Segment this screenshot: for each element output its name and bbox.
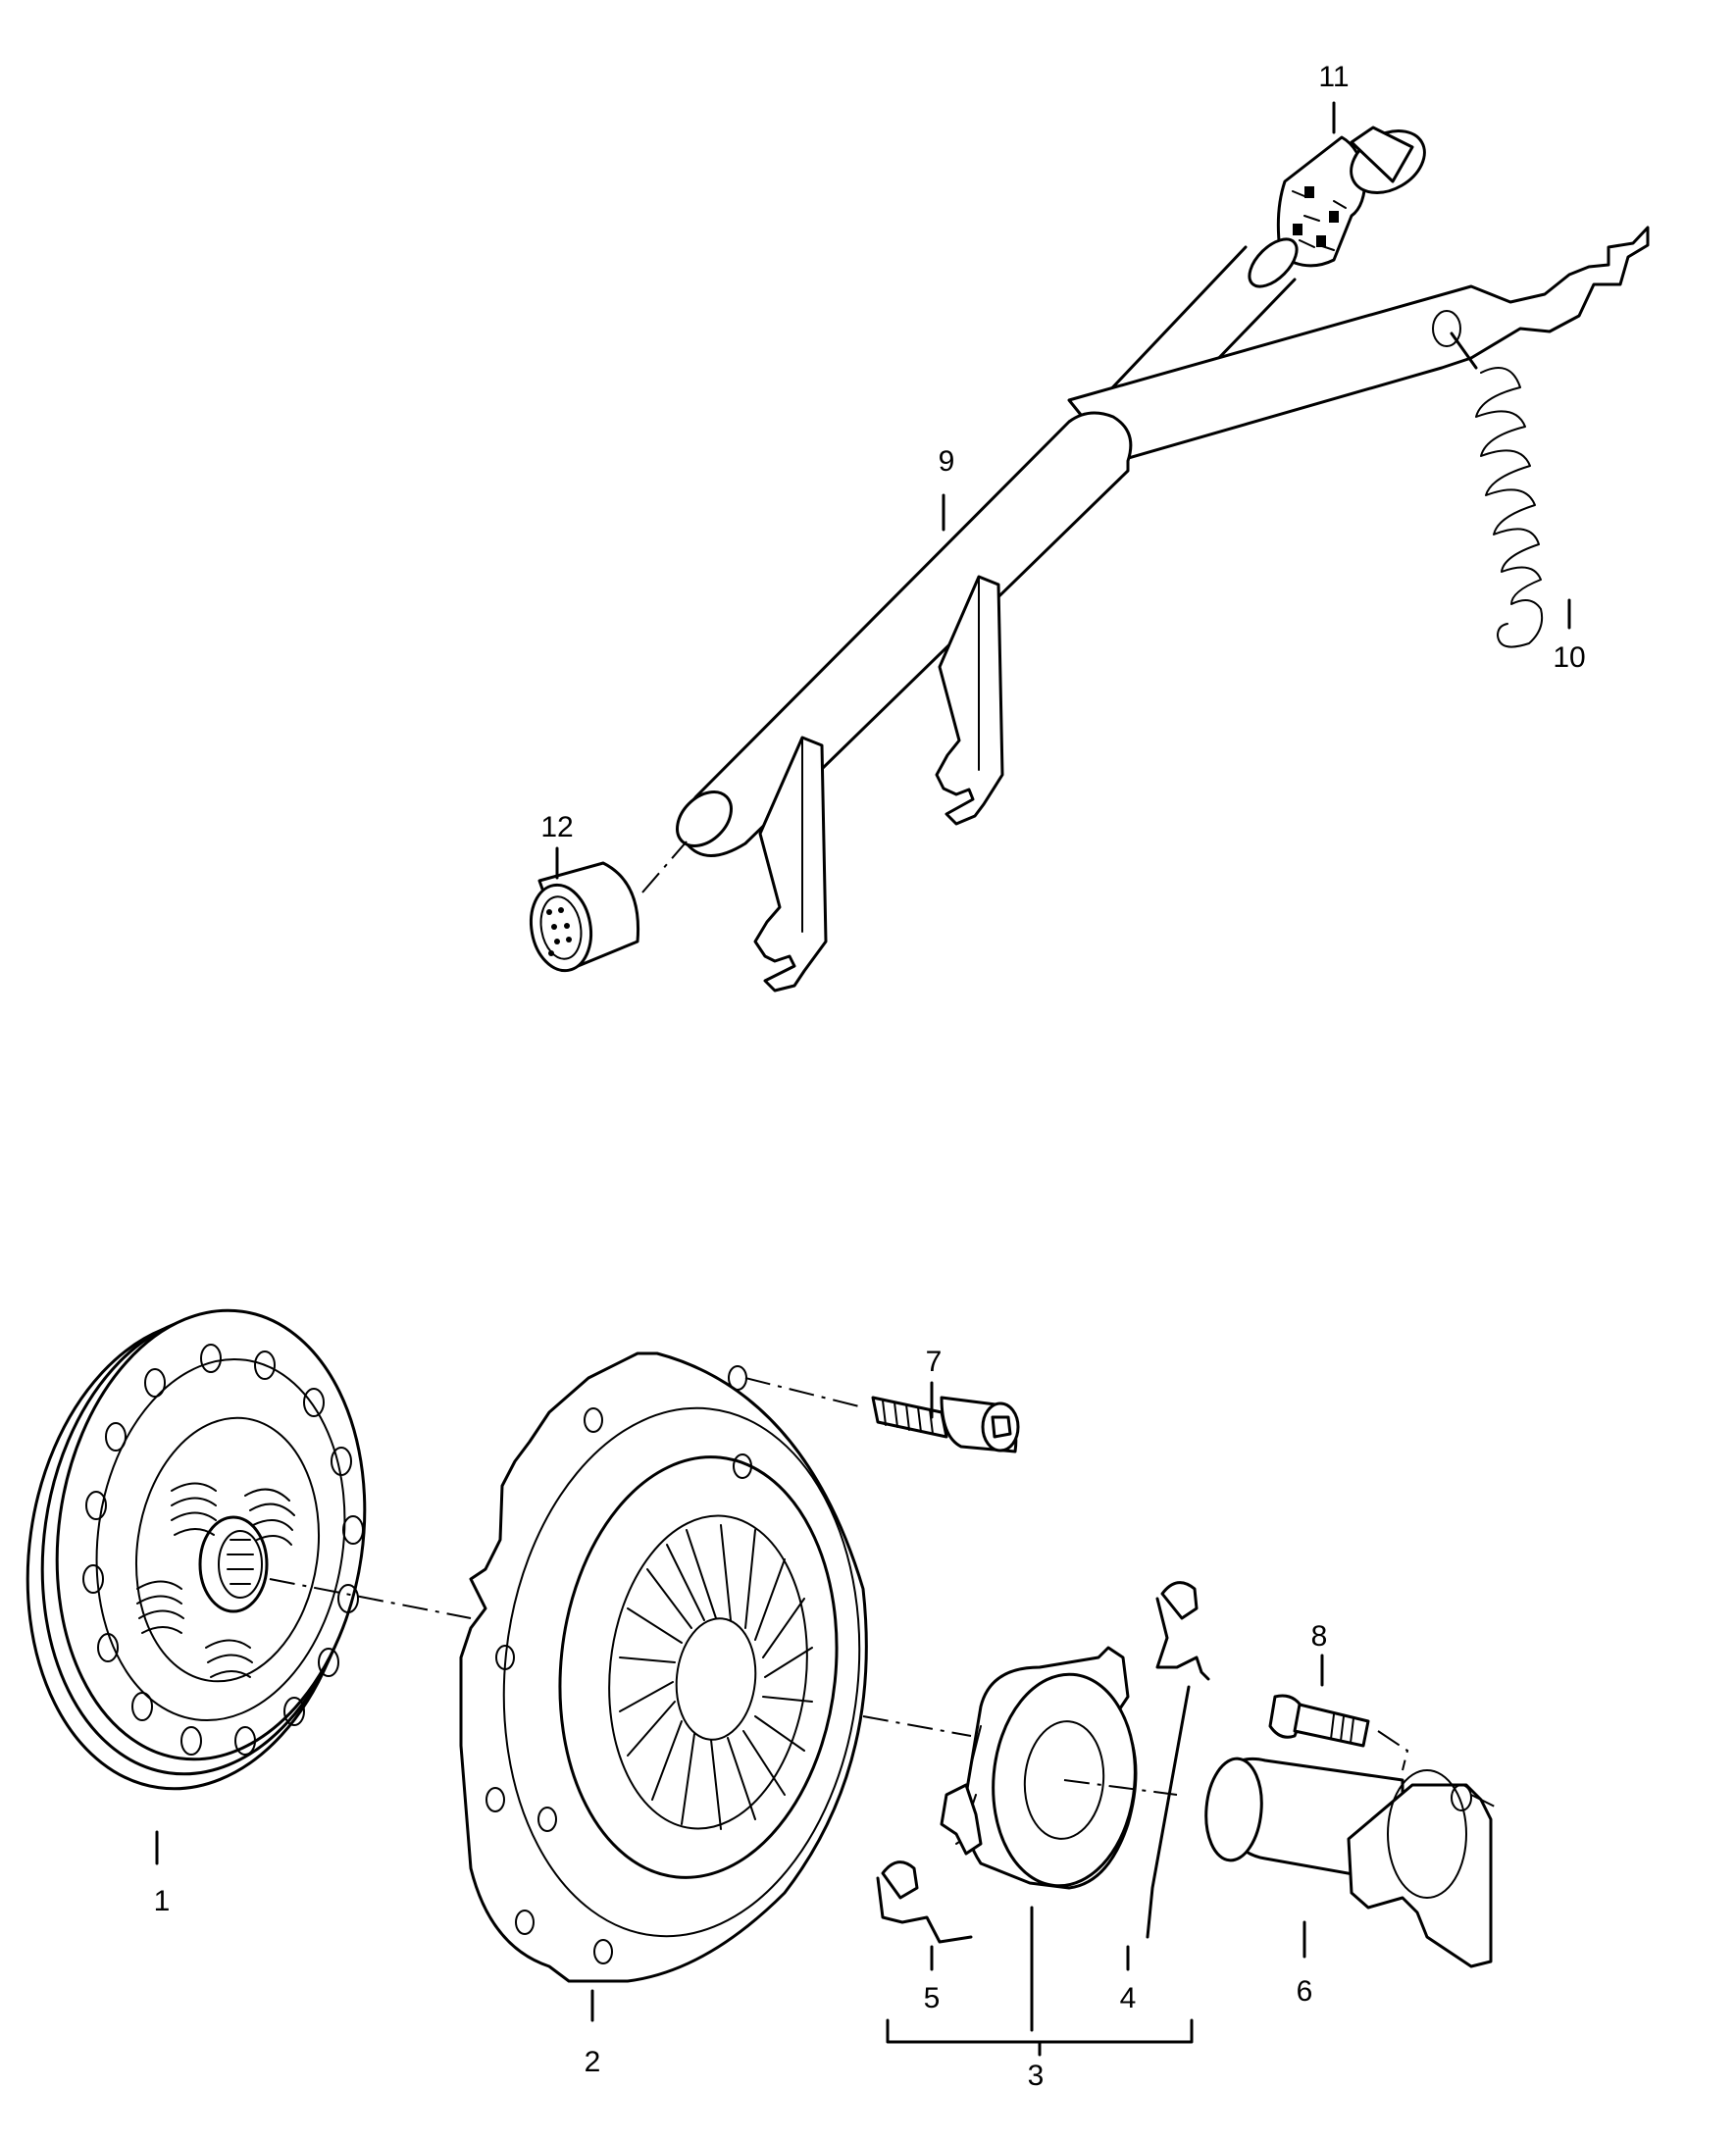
callout-6: 6 — [1297, 1975, 1313, 2008]
callout-9: 9 — [939, 445, 955, 478]
part-10-return-spring — [1450, 331, 1544, 648]
callout-5: 5 — [924, 1982, 941, 2014]
callout-12: 12 — [540, 811, 573, 843]
part-11-bushing — [1276, 126, 1426, 268]
part-3-release-bearing — [862, 1646, 1178, 1890]
part-12-needle-bushing — [529, 841, 688, 973]
part-4-clip — [1146, 1581, 1210, 1939]
part-7-bolt — [871, 1396, 1020, 1453]
part-8-screw — [1268, 1694, 1409, 1771]
upper-leaders — [555, 101, 1571, 880]
callout-4: 4 — [1120, 1982, 1137, 2014]
callout-11: 11 — [1318, 61, 1349, 93]
callout-10: 10 — [1553, 641, 1585, 674]
part-2-pressure-plate — [459, 1351, 868, 1983]
callout-2: 2 — [585, 2046, 601, 2078]
callout-1: 1 — [154, 1885, 171, 1917]
part-1-clutch-disc — [26, 1308, 472, 1791]
callout-3: 3 — [1028, 2060, 1045, 2092]
lower-leaders — [155, 1381, 1324, 2057]
part-6-guide-sleeve — [1204, 1757, 1502, 1968]
part-5-clip — [876, 1860, 973, 1944]
callout-8: 8 — [1311, 1620, 1328, 1653]
part-9-release-shaft — [676, 226, 1650, 993]
callout-7: 7 — [926, 1346, 943, 1378]
